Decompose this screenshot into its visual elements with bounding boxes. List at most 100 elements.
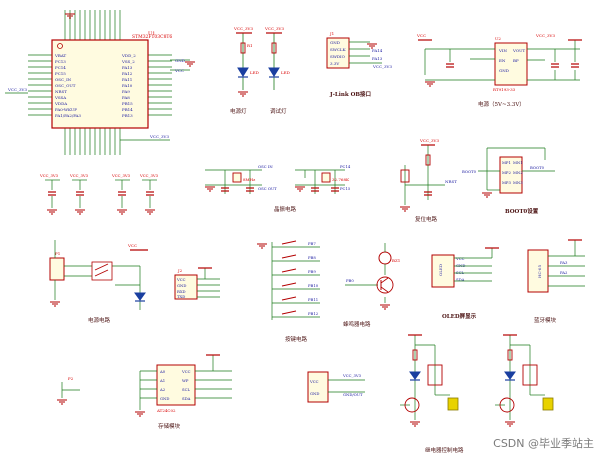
svg-text:VCC: VCC bbox=[416, 33, 426, 38]
crystal-caption: 晶振电路 bbox=[274, 205, 297, 213]
relay-2-block bbox=[495, 334, 554, 427]
debug-led-caption: 调试灯 bbox=[270, 107, 287, 115]
svg-text:VCC_3V3: VCC_3V3 bbox=[419, 138, 439, 143]
svg-text:PA9: PA9 bbox=[122, 89, 130, 94]
svg-text:P1: P1 bbox=[55, 251, 60, 256]
svg-text:PB15: PB15 bbox=[122, 101, 133, 106]
power-circuit-block: P1 VCC 电源电路 bbox=[49, 240, 148, 324]
svg-text:VCC_3V3: VCC_3V3 bbox=[342, 373, 362, 378]
debug-led-block: VCC_3V3 LED 调试灯 bbox=[264, 26, 290, 115]
mcu-name: STM32F103C8T6 bbox=[132, 34, 172, 40]
svg-text:PA10: PA10 bbox=[122, 83, 133, 88]
buzzer-caption: 蜂鸣器电路 bbox=[343, 320, 371, 328]
svg-text:VIN: VIN bbox=[498, 48, 507, 53]
svg-text:PC15: PC15 bbox=[55, 71, 66, 76]
boot-caption: BOOT0设置 bbox=[505, 207, 539, 215]
svg-text:J2: J2 bbox=[177, 268, 183, 273]
svg-text:VCC: VCC bbox=[181, 369, 191, 374]
svg-text:EN: EN bbox=[499, 58, 506, 63]
svg-text:PB13: PB13 bbox=[122, 113, 133, 118]
svg-text:VOUT: VOUT bbox=[512, 48, 525, 53]
svg-text:PA11: PA11 bbox=[122, 77, 132, 82]
svg-text:VCC: VCC bbox=[127, 243, 137, 248]
svg-text:VCC_3V3: VCC_3V3 bbox=[535, 33, 555, 38]
svg-text:MN1: MN1 bbox=[513, 160, 523, 165]
svg-text:VCC: VCC bbox=[455, 256, 465, 261]
buzzer-part: BZ1 bbox=[392, 258, 400, 263]
svg-text:SDA: SDA bbox=[456, 277, 465, 282]
svg-text:A2: A2 bbox=[159, 387, 166, 392]
svg-text:PC14: PC14 bbox=[340, 164, 351, 169]
xtal-lse: 32.768K bbox=[332, 177, 350, 182]
svg-text:SCL: SCL bbox=[456, 270, 465, 275]
svg-text:WP: WP bbox=[182, 378, 189, 383]
svg-text:PA8: PA8 bbox=[122, 95, 130, 100]
svg-text:PA13: PA13 bbox=[122, 65, 133, 70]
svg-text:PB9: PB9 bbox=[308, 269, 316, 274]
svg-text:GND: GND bbox=[499, 68, 509, 73]
reset-caption: 复位电路 bbox=[415, 215, 438, 223]
eeprom-name: AT24C02 bbox=[156, 408, 176, 413]
svg-text:NRST: NRST bbox=[445, 179, 457, 184]
jlink-caption: J-Link OB接口 bbox=[329, 90, 371, 98]
svg-text:VCC: VCC bbox=[176, 277, 186, 282]
svg-text:PB11: PB11 bbox=[308, 297, 318, 302]
svg-text:PA0-WKUP: PA0-WKUP bbox=[55, 107, 77, 112]
svg-text:VCC_3V3: VCC_3V3 bbox=[149, 134, 169, 139]
svg-text:SWCLK: SWCLK bbox=[330, 47, 347, 52]
svg-text:GND/OUT: GND/OUT bbox=[343, 392, 363, 397]
svg-text:VBAT: VBAT bbox=[54, 53, 66, 58]
svg-text:PC14: PC14 bbox=[55, 65, 66, 70]
svg-text:VCC_3V3: VCC_3V3 bbox=[39, 173, 59, 178]
svg-text:BOOT0: BOOT0 bbox=[530, 165, 545, 170]
svg-text:PA14: PA14 bbox=[372, 48, 383, 53]
svg-text:R1: R1 bbox=[247, 43, 253, 48]
svg-text:PB14: PB14 bbox=[122, 107, 133, 112]
svg-text:PA1/PA2/PA3: PA1/PA2/PA3 bbox=[55, 113, 81, 118]
svg-text:MN2: MN2 bbox=[513, 170, 523, 175]
svg-text:U2: U2 bbox=[495, 36, 501, 41]
oled-caption: OLED屏显示 bbox=[442, 312, 477, 320]
supply-caption: 电源（5V~3.3V） bbox=[478, 100, 525, 108]
svg-text:MP2: MP2 bbox=[502, 170, 511, 175]
svg-text:GND: GND bbox=[310, 391, 319, 396]
svg-text:PB7: PB7 bbox=[308, 241, 316, 246]
svg-text:VDD_2: VDD_2 bbox=[121, 53, 136, 58]
bluetooth-caption: 蓝牙模块 bbox=[534, 316, 557, 324]
power-circuit-caption: 电源电路 bbox=[88, 316, 111, 324]
svg-text:VCC_3V3: VCC_3V3 bbox=[69, 173, 89, 178]
watermark: CSDN @毕业季站主 bbox=[493, 437, 594, 450]
oled-part: OLED bbox=[438, 264, 443, 276]
bt-part: HC-05 bbox=[537, 265, 542, 278]
svg-text:VSSA: VSSA bbox=[54, 95, 66, 100]
svg-text:TXD: TXD bbox=[177, 294, 185, 299]
regulator-name: RT9193-33 bbox=[493, 87, 516, 92]
buzzer-block: BZ1 PB0 蜂鸣器电路 bbox=[343, 243, 400, 328]
svg-text:OSC IN: OSC IN bbox=[258, 164, 273, 169]
svg-text:RXD: RXD bbox=[177, 289, 186, 294]
svg-text:GND: GND bbox=[160, 396, 169, 401]
svg-text:GND: GND bbox=[177, 283, 186, 288]
svg-text:PB8: PB8 bbox=[308, 255, 316, 260]
svg-text:MN3: MN3 bbox=[513, 180, 523, 185]
svg-text:LED: LED bbox=[281, 70, 290, 75]
svg-text:VSS_2: VSS_2 bbox=[121, 59, 135, 64]
mcu-ref: U1 bbox=[148, 31, 155, 37]
svg-text:PC15: PC15 bbox=[340, 186, 351, 191]
svg-text:PC13: PC13 bbox=[55, 59, 66, 64]
svg-text:PA12: PA12 bbox=[122, 71, 133, 76]
svg-text:VCC_3V3: VCC_3V3 bbox=[372, 64, 392, 69]
svg-text:GND: GND bbox=[175, 58, 185, 63]
svg-text:NRST: NRST bbox=[55, 89, 67, 94]
svg-text:OSC OUT: OSC OUT bbox=[258, 186, 277, 191]
